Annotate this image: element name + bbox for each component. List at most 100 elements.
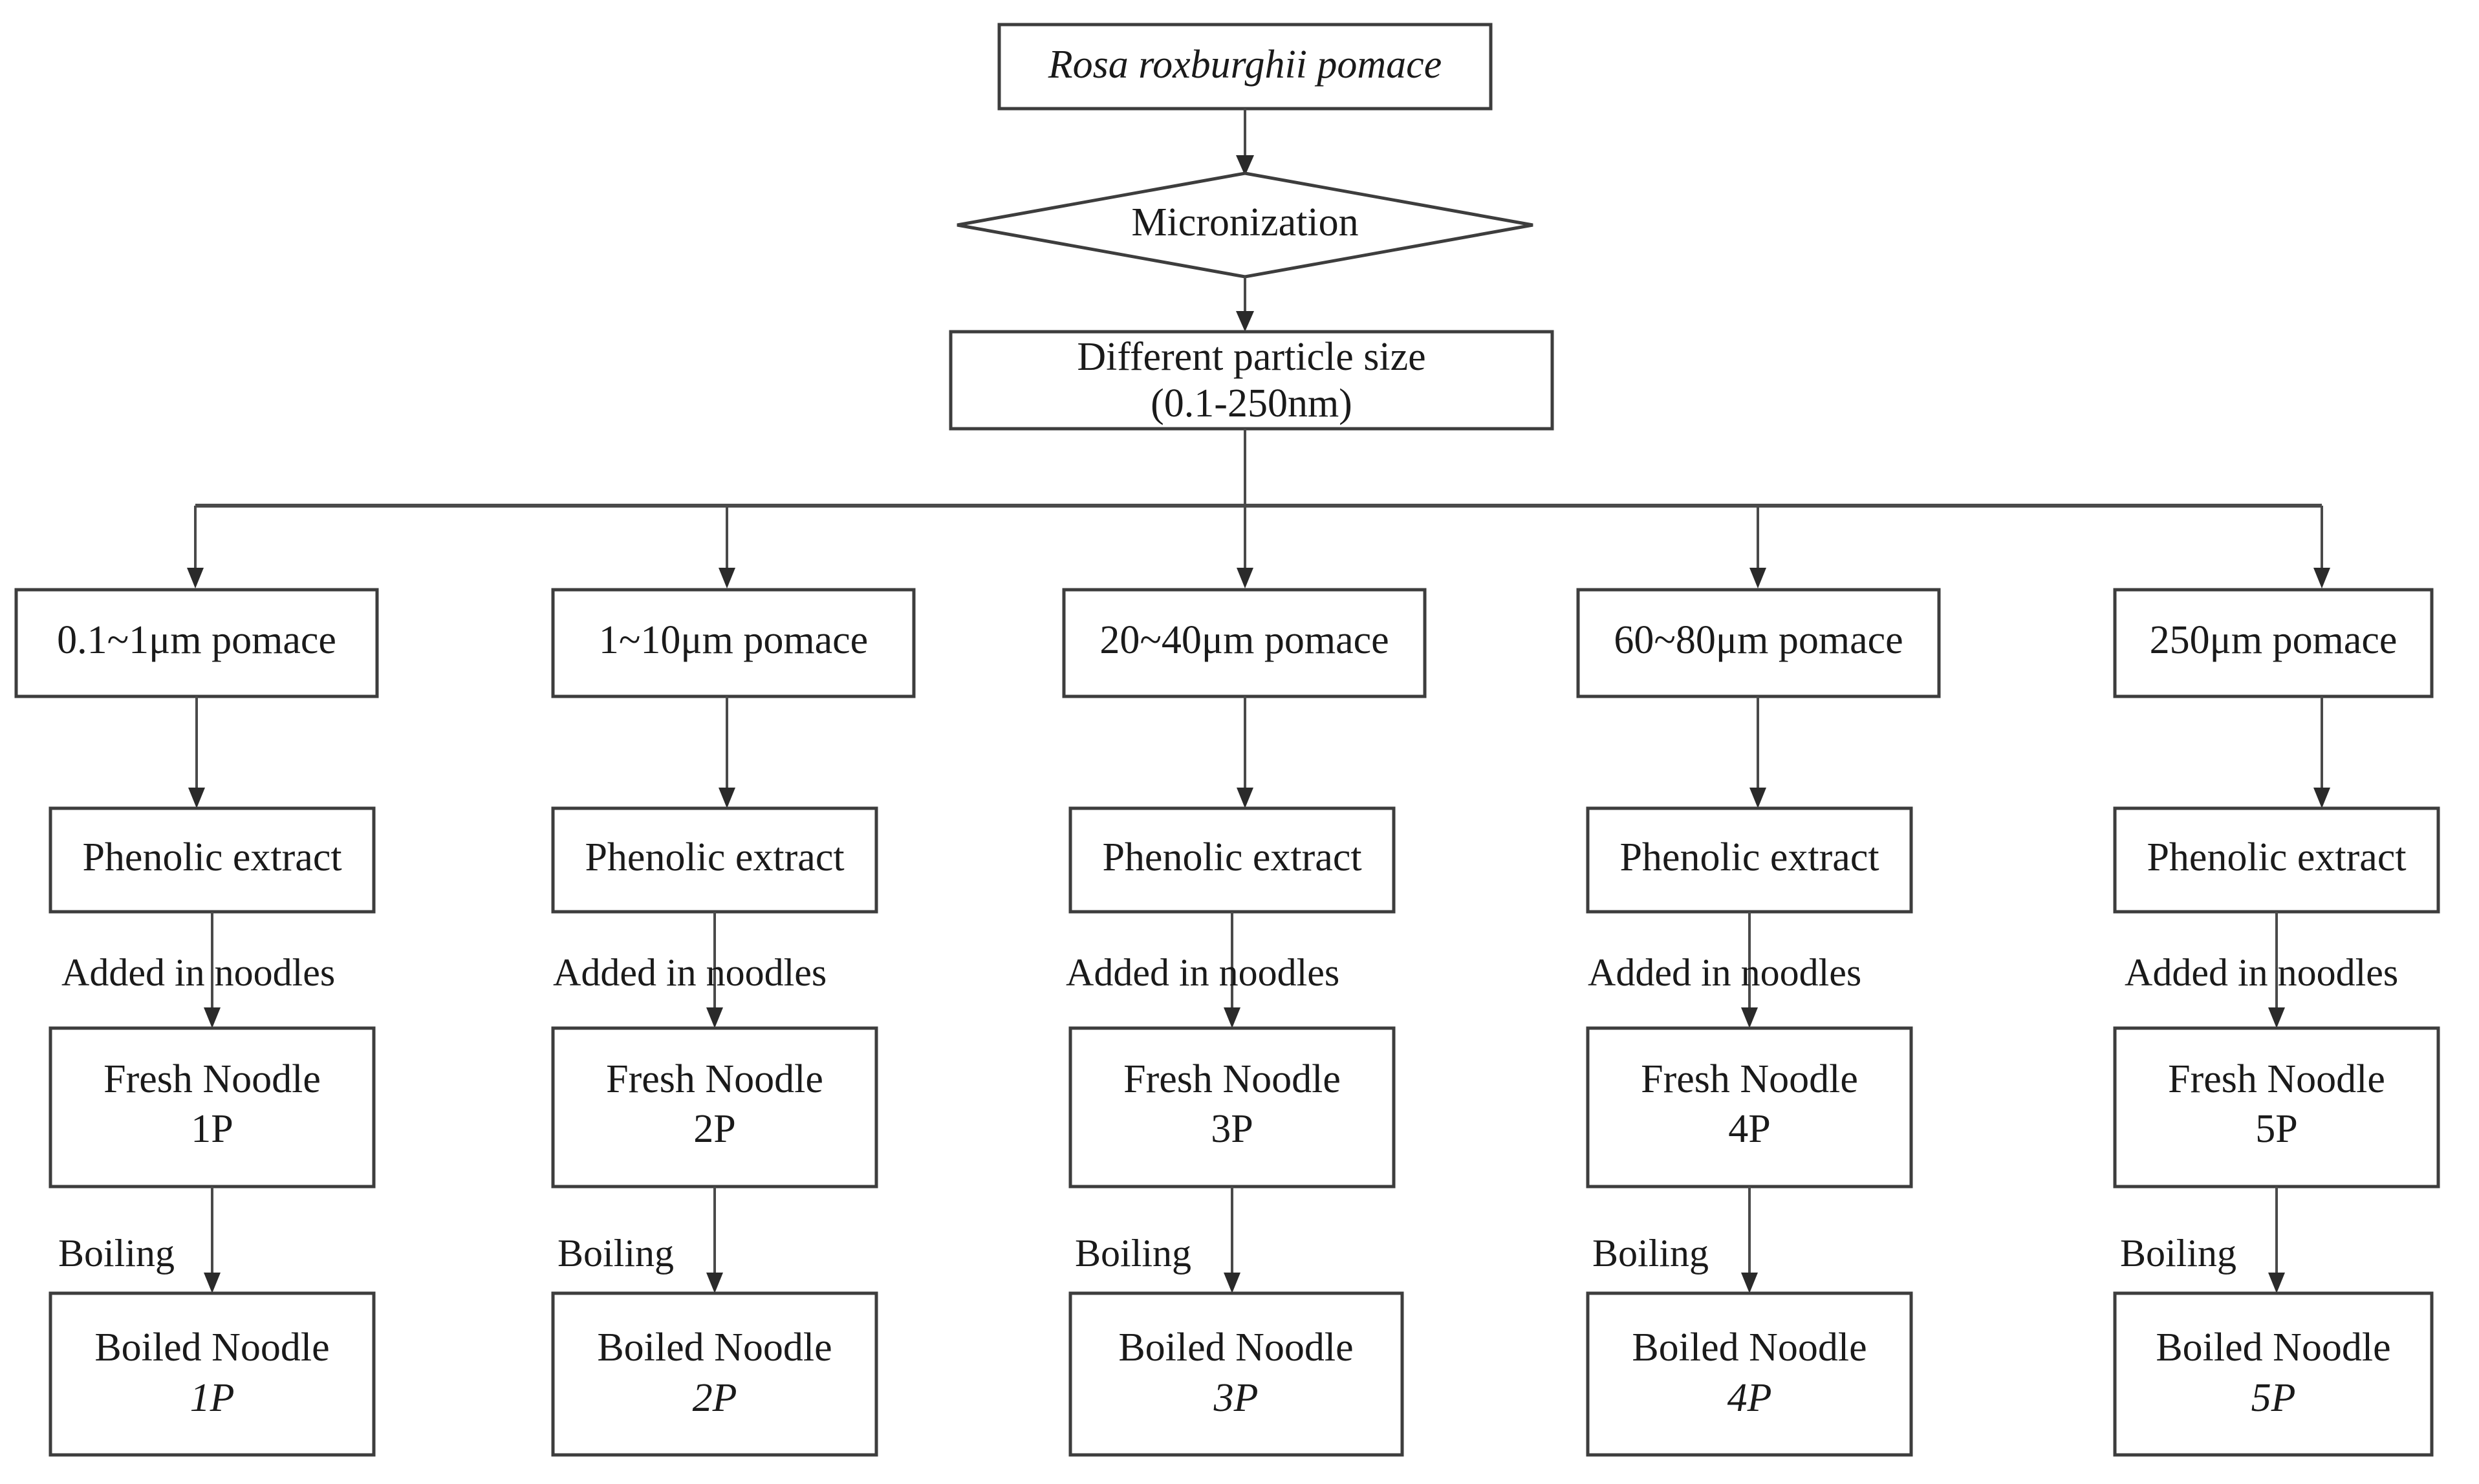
pomace-label-1: 0.1~1μm pomace (57, 618, 336, 662)
connector-fresh-to-boiled-1: Boiling (58, 1187, 221, 1293)
fresh-noodle-line2-4: 4P (1728, 1107, 1770, 1151)
phenolic-box-1[interactable] (49, 806, 376, 914)
fresh-noodle-box-1[interactable] (49, 1026, 376, 1188)
particle-size-node[interactable]: Different particle size (0.1-250nm) (949, 330, 1554, 431)
fresh-noodle-line2-5: 5P (2255, 1107, 2297, 1151)
boiled-noodle-line1-2: Boiled Noodle (597, 1326, 832, 1370)
pomace-label-3: 20~40μm pomace (1099, 618, 1389, 662)
fresh-noodle-node-3[interactable]: Fresh Noodle 3P (1068, 1026, 1396, 1188)
pomace-box-4[interactable] (1576, 588, 1941, 698)
connector-pomace-to-phenolic-5 (2313, 696, 2330, 808)
branch-column-2: 1~10μm pomace Phenolic extract Added in … (551, 588, 916, 1457)
connector-phenolic-to-fresh-1: Added in noodles (61, 912, 335, 1028)
phenolic-node-4[interactable]: Phenolic extract (1586, 806, 1913, 914)
phenolic-node-3[interactable]: Phenolic extract (1068, 806, 1396, 914)
pomace-node-5[interactable]: 250μm pomace (2113, 588, 2434, 698)
boiled-noodle-node-5[interactable]: Boiled Noodle 5P (2113, 1291, 2434, 1457)
distribution-bus (187, 429, 2330, 588)
added-label-1: Added in noodles (61, 951, 335, 994)
fresh-noodle-node-1[interactable]: Fresh Noodle 1P (49, 1026, 376, 1188)
connector-pomace-to-phenolic-4 (1749, 696, 1766, 808)
boiled-noodle-node-2[interactable]: Boiled Noodle 2P (551, 1291, 878, 1457)
connector-pomace-to-phenolic-2 (719, 696, 735, 808)
fresh-noodle-line1-3: Fresh Noodle (1123, 1057, 1341, 1101)
arrow-head-icon (1236, 311, 1254, 332)
pomace-box-1[interactable] (14, 588, 379, 698)
boiling-label-2: Boiling (558, 1232, 674, 1274)
boiled-noodle-line1-3: Boiled Noodle (1118, 1326, 1353, 1370)
boiled-noodle-line2-4: 4P (1727, 1376, 1772, 1420)
connector-fresh-to-boiled-5: Boiling (2120, 1187, 2285, 1293)
connector-fresh-to-boiled-4: Boiling (1592, 1187, 1758, 1293)
fresh-noodle-line1-5: Fresh Noodle (2168, 1057, 2385, 1101)
connector-source-to-micronization (1236, 109, 1254, 176)
pomace-label-4: 60~80μm pomace (1614, 618, 1903, 662)
pomace-node-4[interactable]: 60~80μm pomace (1576, 588, 1941, 698)
arrow-head-icon (1236, 155, 1254, 176)
fresh-noodle-box-2[interactable] (551, 1026, 878, 1188)
particle-size-box[interactable] (949, 330, 1554, 431)
boiled-noodle-box-1[interactable] (49, 1291, 376, 1457)
source-node[interactable]: Rosa roxburghii pomace (997, 23, 1493, 111)
connector-phenolic-to-fresh-2: Added in noodles (553, 912, 827, 1028)
boiled-noodle-node-1[interactable]: Boiled Noodle 1P (49, 1291, 376, 1457)
connector-phenolic-to-fresh-5: Added in noodles (2125, 912, 2398, 1028)
fresh-noodle-node-4[interactable]: Fresh Noodle 4P (1586, 1026, 1913, 1188)
pomace-label-5: 250μm pomace (2150, 618, 2398, 662)
phenolic-label-3: Phenolic extract (1102, 835, 1361, 879)
branch-column-1: 0.1~1μm pomace Phenolic extract Added in… (14, 588, 379, 1457)
connector-phenolic-to-fresh-3: Added in noodles (1066, 912, 1339, 1028)
pomace-node-1[interactable]: 0.1~1μm pomace (14, 588, 379, 698)
added-label-4: Added in noodles (1588, 951, 1861, 994)
boiled-noodle-line2-3: 3P (1213, 1376, 1259, 1420)
phenolic-node-1[interactable]: Phenolic extract (49, 806, 376, 914)
boiled-noodle-box-5[interactable] (2113, 1291, 2434, 1457)
boiled-noodle-box-4[interactable] (1586, 1291, 1913, 1457)
particle-size-line1: Different particle size (1077, 335, 1425, 379)
phenolic-box-3[interactable] (1068, 806, 1396, 914)
phenolic-node-5[interactable]: Phenolic extract (2113, 806, 2440, 914)
boiling-label-1: Boiling (58, 1232, 175, 1274)
phenolic-label-2: Phenolic extract (585, 835, 844, 879)
boiling-label-5: Boiling (2120, 1232, 2236, 1274)
micronization-label: Micronization (1131, 200, 1358, 244)
fresh-noodle-line2-3: 3P (1211, 1107, 1253, 1151)
fresh-noodle-node-5[interactable]: Fresh Noodle 5P (2113, 1026, 2440, 1188)
fresh-noodle-line1-1: Fresh Noodle (103, 1057, 321, 1101)
phenolic-label-4: Phenolic extract (1619, 835, 1879, 879)
boiling-label-4: Boiling (1592, 1232, 1709, 1274)
boiled-noodle-node-3[interactable]: Boiled Noodle 3P (1068, 1291, 1404, 1457)
pomace-label-2: 1~10μm pomace (599, 618, 868, 662)
connector-pomace-to-phenolic-1 (188, 696, 205, 808)
phenolic-label-1: Phenolic extract (82, 835, 341, 879)
boiled-noodle-line1-1: Boiled Noodle (94, 1326, 329, 1370)
added-label-2: Added in noodles (553, 951, 827, 994)
micronization-node[interactable]: Micronization (957, 171, 1533, 279)
boiled-noodle-line2-5: 5P (2251, 1376, 2296, 1420)
pomace-box-5[interactable] (2113, 588, 2434, 698)
boiled-noodle-box-3[interactable] (1068, 1291, 1404, 1457)
fresh-noodle-line1-4: Fresh Noodle (1641, 1057, 1858, 1101)
fresh-noodle-box-5[interactable] (2113, 1026, 2440, 1188)
added-label-5: Added in noodles (2125, 951, 2398, 994)
phenolic-node-2[interactable]: Phenolic extract (551, 806, 878, 914)
boiling-label-3: Boiling (1075, 1232, 1191, 1274)
boiled-noodle-line2-2: 2P (693, 1376, 737, 1420)
boiled-noodle-node-4[interactable]: Boiled Noodle 4P (1586, 1291, 1913, 1457)
connector-fresh-to-boiled-3: Boiling (1075, 1187, 1240, 1293)
pomace-node-2[interactable]: 1~10μm pomace (551, 588, 916, 698)
fresh-noodle-line2-1: 1P (191, 1107, 233, 1151)
pomace-box-2[interactable] (551, 588, 916, 698)
branch-column-4: 60~80μm pomace Phenolic extract Added in… (1576, 588, 1941, 1457)
pomace-node-3[interactable]: 20~40μm pomace (1062, 588, 1427, 698)
phenolic-box-4[interactable] (1586, 806, 1913, 914)
fresh-noodle-line2-2: 2P (693, 1107, 735, 1151)
boiled-noodle-box-2[interactable] (551, 1291, 878, 1457)
fresh-noodle-node-2[interactable]: Fresh Noodle 2P (551, 1026, 878, 1188)
connector-micronization-to-particle-size (1236, 277, 1254, 332)
source-box[interactable] (997, 23, 1493, 111)
boiled-noodle-line2-1: 1P (190, 1376, 235, 1420)
branch-column-3: 20~40μm pomace Phenolic extract Added in… (1062, 588, 1427, 1457)
